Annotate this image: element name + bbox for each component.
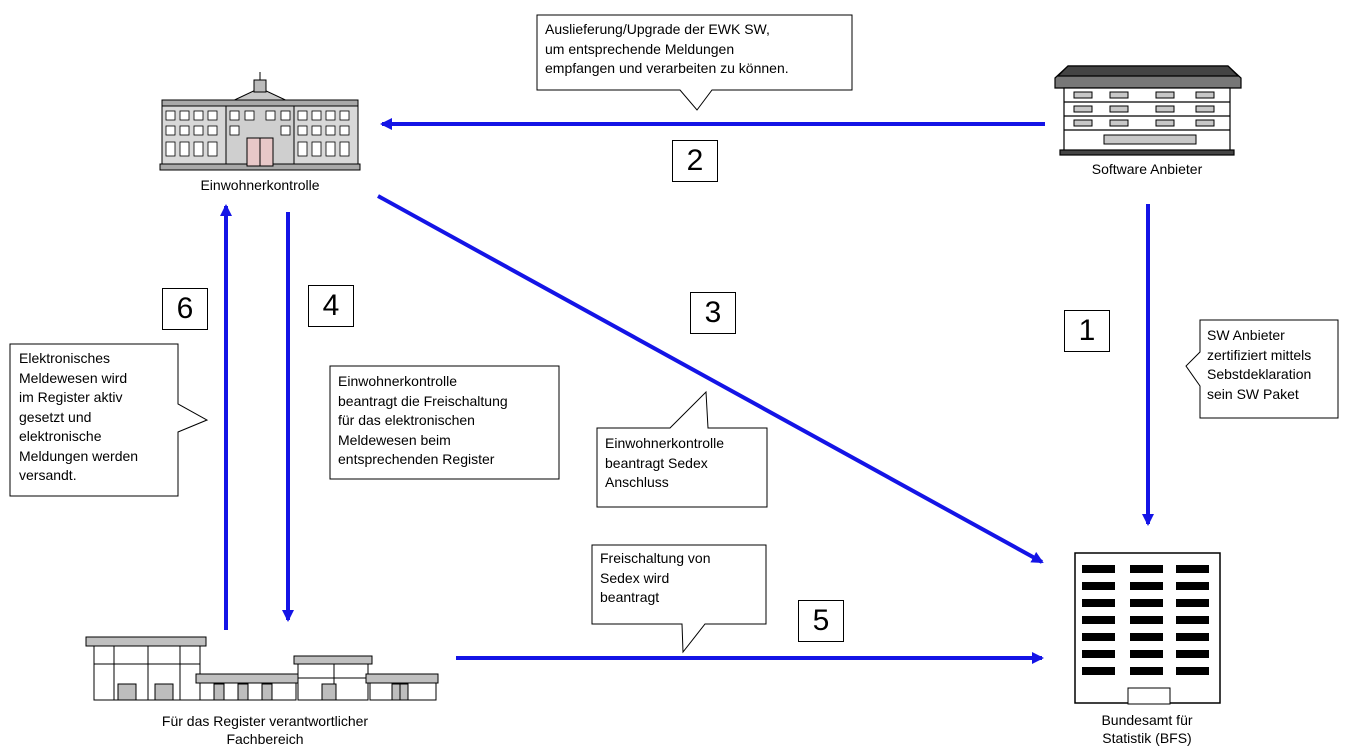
callout-shape-4 xyxy=(329,365,560,480)
step-number-2: 2 xyxy=(672,140,718,182)
callout-shape-5 xyxy=(591,544,767,654)
callout-shapes xyxy=(9,14,1339,654)
callout-2-line: empfangen und verarbeiten zu können. xyxy=(545,60,789,76)
software-vendor-building-icon xyxy=(1054,65,1242,156)
callout-1: SW Anbieter zertifiziert mittels Sebstde… xyxy=(1207,326,1337,404)
callout-3-line: Anschluss xyxy=(605,474,669,490)
step-number-3: 3 xyxy=(690,292,736,334)
bfs-building-icon xyxy=(1074,552,1221,705)
callout-6-line: gesetzt und xyxy=(19,408,92,425)
callout-shape-1 xyxy=(1185,319,1339,419)
register-building-icon xyxy=(85,636,439,701)
node-label-register: Für das Register verantwortlicher Fachbe… xyxy=(100,712,430,748)
callout-1-line: zertifiziert mittels xyxy=(1207,346,1312,363)
callout-4-line: für das elektronischen xyxy=(338,412,475,428)
step-number-4: 4 xyxy=(308,285,354,327)
callout-1-line: sein SW Paket xyxy=(1207,385,1299,402)
arrow-step-3 xyxy=(377,194,1044,564)
step-number-6: 6 xyxy=(162,288,208,330)
node-label-bfs-line-1: Bundesamt für xyxy=(1101,712,1193,728)
callout-4-line: Meldewesen beim xyxy=(338,431,451,448)
callout-5-line: Freischaltung von xyxy=(600,550,711,566)
callout-2-line: um entsprechende Meldungen xyxy=(545,40,735,57)
callout-6: Elektronisches Meldewesen wird im Regist… xyxy=(19,349,177,486)
callout-5-line: beantragt xyxy=(600,589,660,605)
callout-6-line: im Register aktiv xyxy=(19,389,123,405)
node-label-software-anbieter: Software Anbieter xyxy=(1091,161,1203,177)
callout-shape-6 xyxy=(9,343,209,497)
callout-1-line: Sebstdeklaration xyxy=(1207,366,1312,382)
step-number-1: 1 xyxy=(1064,310,1110,352)
callout-6-line: elektronische xyxy=(19,428,102,444)
callout-6-line: Meldewesen wird xyxy=(19,369,128,386)
callout-6-line: Meldungen werden xyxy=(19,447,139,464)
node-label-bfs: Bundesamt für Statistik (BFS) xyxy=(1072,711,1222,747)
node-label-register-line-1: Für das Register verantwortlicher xyxy=(161,713,369,729)
callout-6-line: versandt. xyxy=(19,467,77,483)
callout-4: Einwohnerkontrolle beantragt die Freisch… xyxy=(338,372,558,470)
callout-5: Freischaltung von Sedex wird beantragt xyxy=(600,549,765,608)
callout-shape-2 xyxy=(536,14,853,111)
callout-4-line: entsprechenden Register xyxy=(338,451,495,467)
callout-4-line: beantragt die Freischaltung xyxy=(338,392,508,409)
arrows xyxy=(220,118,1154,664)
step-number-5: 5 xyxy=(798,600,844,642)
callout-4-line: Einwohnerkontrolle xyxy=(338,373,458,389)
callout-2-line: Auslieferung/Upgrade der EWK SW, xyxy=(545,21,770,37)
node-label-einwohnerkontrolle: Einwohnerkontrolle xyxy=(200,177,320,193)
town-hall-icon xyxy=(159,72,361,171)
callout-6-line: Elektronisches xyxy=(19,350,111,366)
node-label-register-line-2: Fachbereich xyxy=(226,731,304,747)
callout-3-line: beantragt Sedex xyxy=(605,454,708,471)
callout-3-line: Einwohnerkontrolle xyxy=(605,435,725,451)
callout-2: Auslieferung/Upgrade der EWK SW, um ents… xyxy=(545,20,850,79)
callout-shape-3 xyxy=(596,390,768,508)
node-label-bfs-line-2: Statistik (BFS) xyxy=(1102,730,1192,746)
callout-5-line: Sedex wird xyxy=(600,569,670,586)
callout-3: Einwohnerkontrolle beantragt Sedex Ansch… xyxy=(605,434,765,493)
callout-1-line: SW Anbieter xyxy=(1207,327,1285,343)
